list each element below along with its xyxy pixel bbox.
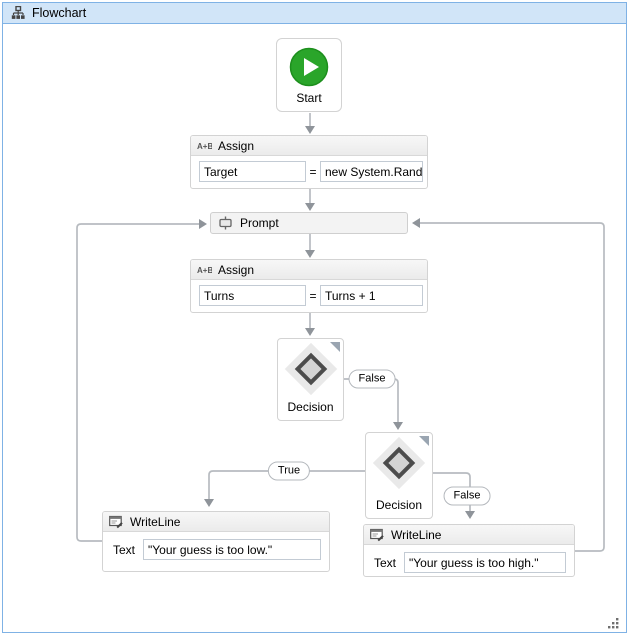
flowchart-titlebar[interactable]: Flowchart — [3, 3, 626, 24]
branch-label-false: False — [443, 486, 491, 506]
decision-low-node[interactable]: Decision — [277, 338, 344, 421]
branch-label-false: False — [348, 369, 396, 389]
resize-grip[interactable] — [606, 616, 620, 630]
svg-text:A+B: A+B — [197, 266, 212, 274]
decision-low-label: Decision — [287, 400, 334, 414]
assign-target-title: Assign — [218, 138, 255, 153]
collapse-corner-icon[interactable] — [419, 436, 429, 446]
page-title: Flowchart — [32, 6, 87, 20]
assign-icon: A+B — [197, 142, 212, 150]
arrowhead-down — [305, 250, 315, 258]
assign-turns-value-field[interactable]: Turns + 1 — [320, 285, 423, 306]
arrowhead-down — [204, 499, 214, 507]
start-play-icon — [289, 47, 329, 87]
collapse-corner-icon[interactable] — [330, 342, 340, 352]
arrowhead-right — [199, 219, 207, 229]
decision-diamond-icon — [372, 436, 426, 490]
prompt-activity[interactable]: Prompt — [210, 212, 408, 234]
assign-turns-activity[interactable]: A+B Assign Turns = Turns + 1 — [190, 259, 428, 313]
decision-high-label: Decision — [375, 498, 423, 512]
arrowhead-down — [305, 203, 315, 211]
branch-label-true: True — [267, 461, 311, 481]
assign-target-activity[interactable]: A+B Assign Target = new System.Random — [190, 135, 428, 189]
writeline-high-title: WriteLine — [391, 527, 442, 542]
flowchart-icon — [11, 6, 25, 19]
writeline-high-activity[interactable]: WriteLine Text "Your guess is too high." — [363, 524, 575, 577]
arrowhead-down — [305, 126, 315, 134]
svg-text:A+B: A+B — [197, 142, 212, 150]
assign-target-header[interactable]: A+B Assign — [191, 136, 427, 156]
writeline-low-header[interactable]: WriteLine — [103, 512, 329, 532]
text-field-label: Text — [113, 542, 136, 557]
assign-target-to-field[interactable]: Target — [199, 161, 306, 182]
activity-icon — [219, 216, 232, 230]
writeline-low-text-field[interactable]: "Your guess is too low." — [143, 539, 321, 560]
assign-equals-sign: = — [309, 164, 317, 179]
prompt-title: Prompt — [240, 216, 279, 230]
start-node[interactable]: Start — [276, 38, 342, 112]
writeline-high-header[interactable]: WriteLine — [364, 525, 574, 545]
arrowhead-down — [393, 422, 403, 430]
connector-loop-left — [76, 223, 199, 542]
start-label: Start — [296, 91, 322, 105]
assign-turns-to-field[interactable]: Turns — [199, 285, 306, 306]
arrowhead-down — [465, 511, 475, 519]
arrowhead-down — [305, 328, 315, 336]
writeline-low-activity[interactable]: WriteLine Text "Your guess is too low." — [102, 511, 330, 572]
writeline-high-text-field[interactable]: "Your guess is too high." — [404, 552, 566, 573]
decision-diamond-icon — [284, 342, 337, 396]
writeline-icon — [370, 528, 384, 541]
assign-icon: A+B — [197, 266, 212, 274]
text-field-label: Text — [374, 555, 397, 570]
writeline-icon — [109, 515, 123, 528]
arrowhead-left — [412, 218, 420, 228]
decision-high-node[interactable]: Decision — [365, 432, 433, 519]
writeline-low-title: WriteLine — [130, 514, 181, 529]
assign-target-value-field[interactable]: new System.Random — [320, 161, 423, 182]
assign-turns-title: Assign — [218, 262, 255, 277]
assign-equals-sign: = — [309, 288, 317, 303]
assign-turns-header[interactable]: A+B Assign — [191, 260, 427, 280]
